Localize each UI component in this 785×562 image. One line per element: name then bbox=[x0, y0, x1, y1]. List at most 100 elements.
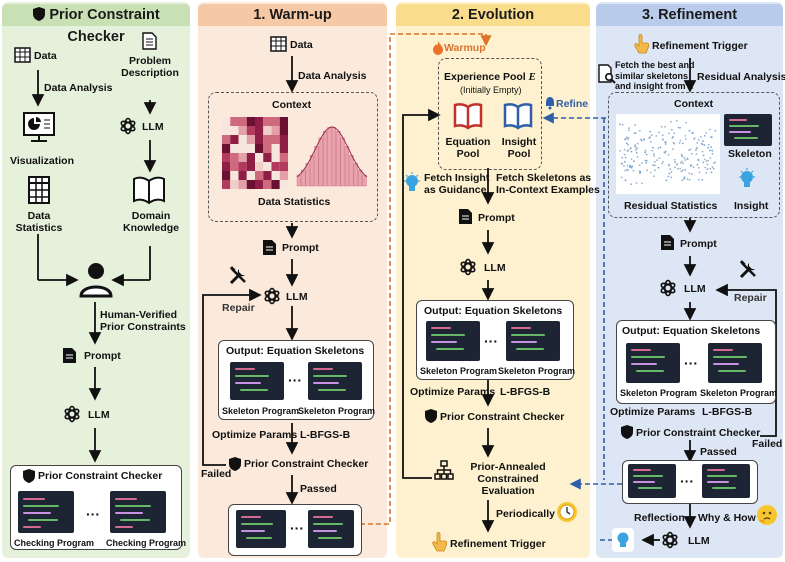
ref-trigger-label: Refinement Trigger bbox=[652, 40, 748, 52]
prompt-doc-icon bbox=[458, 208, 473, 230]
ref-context-box bbox=[608, 92, 780, 218]
pcc-ellipsis: ··· bbox=[86, 506, 100, 522]
scatter-point bbox=[628, 127, 630, 130]
scatter-point bbox=[665, 179, 668, 182]
openai-llm-icon bbox=[262, 286, 282, 311]
heatmap-cell bbox=[230, 180, 239, 189]
scatter-point bbox=[670, 120, 672, 123]
scatter-point bbox=[624, 156, 627, 159]
scatter-point bbox=[681, 179, 684, 182]
scatter-point bbox=[634, 149, 637, 152]
evo-prior-annealed-label: Prior-Annealed Constrained Evaluation bbox=[470, 461, 546, 497]
warmup-result-ellipsis: ··· bbox=[290, 520, 304, 536]
scatter-point bbox=[623, 165, 625, 167]
heatmap-cell bbox=[255, 153, 264, 162]
scatter-point bbox=[654, 169, 656, 172]
evo-experience-pool-box bbox=[438, 58, 542, 170]
scatter-point bbox=[680, 160, 683, 163]
scatter-point bbox=[692, 166, 695, 169]
code-snippet-icon bbox=[236, 510, 286, 548]
scatter-point bbox=[711, 152, 714, 155]
document-icon bbox=[142, 32, 157, 55]
scatter-point bbox=[711, 166, 714, 169]
scatter-point bbox=[697, 159, 700, 162]
histogram-bar bbox=[318, 137, 323, 187]
scatter-point bbox=[649, 130, 651, 133]
heatmap-cell bbox=[246, 180, 255, 189]
warmup-output-label: Output: Equation Skeletons bbox=[226, 345, 365, 357]
pcc-human-verified-label: Human-Verified Prior Constraints bbox=[100, 309, 186, 333]
code-snippet-icon bbox=[724, 114, 772, 146]
scatter-point bbox=[675, 119, 678, 122]
correlation-heatmap bbox=[222, 117, 288, 189]
heatmap-cell bbox=[238, 144, 247, 153]
heatmap-cell bbox=[230, 117, 239, 126]
scatter-point bbox=[679, 167, 682, 170]
scatter-point bbox=[634, 144, 637, 147]
scatter-point bbox=[668, 172, 671, 175]
scatter-point bbox=[703, 144, 706, 146]
ref-skeleton-2: Skeleton Program bbox=[700, 388, 778, 398]
scatter-point bbox=[703, 158, 706, 161]
scatter-point bbox=[652, 153, 655, 155]
bell-icon bbox=[544, 96, 556, 115]
scatter-point bbox=[657, 147, 660, 150]
scatter-point bbox=[710, 136, 712, 138]
heatmap-cell bbox=[279, 171, 288, 180]
code-snippet-icon bbox=[308, 510, 354, 548]
scatter-point bbox=[630, 183, 632, 186]
scatter-point bbox=[655, 135, 658, 137]
scatter-point bbox=[627, 137, 630, 139]
scatter-point bbox=[624, 179, 627, 182]
scatter-point bbox=[632, 169, 635, 172]
scatter-point bbox=[681, 142, 684, 145]
evo-skeleton-1: Skeleton Program bbox=[420, 366, 498, 376]
blue-book-icon bbox=[503, 102, 533, 135]
heatmap-cell bbox=[271, 126, 280, 135]
heatmap-cell bbox=[238, 162, 247, 171]
ref-failed-label: Failed bbox=[752, 438, 783, 450]
heatmap-cell bbox=[279, 153, 288, 162]
evo-lbfgsb-label: L-BFGS-B bbox=[500, 386, 551, 398]
histogram-bar bbox=[314, 146, 319, 187]
heatmap-cell bbox=[255, 135, 264, 144]
pcc-domain-knowledge-label: Domain Knowledge bbox=[122, 210, 179, 234]
scatter-point bbox=[696, 141, 699, 144]
scatter-point bbox=[672, 136, 674, 138]
scatter-point bbox=[685, 121, 687, 124]
evo-fetch-insight-label: Fetch Insight as Guidance bbox=[424, 172, 490, 196]
scatter-point bbox=[674, 161, 677, 164]
scatter-point bbox=[635, 151, 638, 154]
panel-title-evolution: 2. Evolution bbox=[396, 4, 590, 26]
scatter-point bbox=[675, 163, 678, 166]
lightbulb-icon bbox=[738, 168, 756, 195]
evo-fetch-skeletons-label: Fetch Skeletons as In-Context Examples bbox=[496, 172, 600, 196]
ref-llm2-label: LLM bbox=[688, 535, 710, 547]
scatter-point bbox=[664, 126, 666, 128]
heatmap-cell bbox=[246, 144, 255, 153]
scatter-point bbox=[709, 157, 712, 159]
histogram-bar bbox=[336, 130, 341, 187]
code-snippet-icon bbox=[230, 362, 284, 400]
heatmap-cell bbox=[263, 180, 272, 189]
evo-experience-pool-label: Experience Pool E bbox=[444, 71, 536, 84]
ref-llm-label: LLM bbox=[684, 283, 706, 295]
histogram-bar bbox=[362, 174, 367, 187]
scatter-point bbox=[679, 162, 682, 164]
scatter-point bbox=[664, 143, 667, 145]
warmup-prompt-label: Prompt bbox=[282, 242, 319, 254]
scatter-point bbox=[652, 146, 654, 149]
scatter-background bbox=[616, 114, 720, 194]
heatmap-cell bbox=[222, 162, 231, 171]
scatter-point bbox=[638, 129, 641, 132]
heatmap-cell bbox=[238, 135, 247, 144]
hierarchy-icon bbox=[434, 460, 454, 485]
scatter-point bbox=[643, 138, 645, 141]
scatter-point bbox=[702, 140, 704, 143]
scatter-point bbox=[625, 142, 628, 145]
thinking-face-icon bbox=[756, 504, 778, 531]
warmup-data-label: Data bbox=[290, 39, 313, 51]
scatter-point bbox=[670, 171, 673, 173]
scatter-point bbox=[668, 163, 670, 166]
